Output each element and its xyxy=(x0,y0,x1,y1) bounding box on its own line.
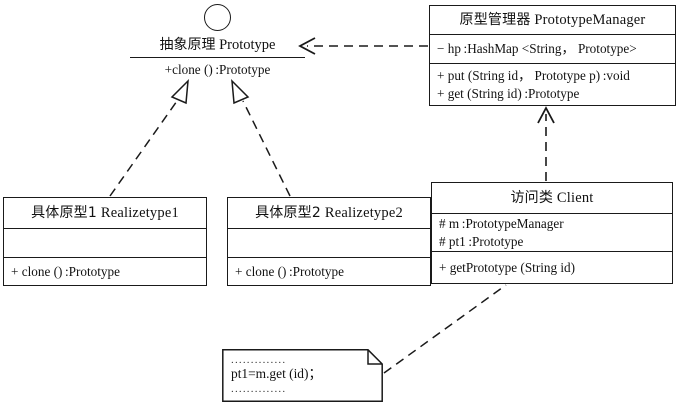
client-attributes-compartment: # m :PrototypeManager # pt1 :Prototype xyxy=(432,213,672,251)
prototype-manager-name-compartment: 原型管理器 PrototypeManager xyxy=(430,6,675,34)
note-code-line: pt1=m.get (id)； xyxy=(231,366,322,381)
prototype-manager-title-cn: 原型管理器 xyxy=(459,11,531,28)
prototype-manager-title: 原型管理器 PrototypeManager xyxy=(430,11,675,30)
note-dots-bottom: .............. xyxy=(231,383,287,395)
realizetype2-operations-compartment: + clone () :Prototype xyxy=(228,257,430,285)
realizetype2-title: 具体原型2 Realizetype2 xyxy=(228,204,430,223)
prototype-manager-operation: + get (String id) :Prototype xyxy=(437,85,580,101)
client-title-cn: 访问类 xyxy=(510,189,554,206)
client-operation: + getPrototype (String id) xyxy=(439,259,576,275)
client-title: 访问类 Client xyxy=(432,189,672,208)
dependency-manager-prototype-connector xyxy=(298,37,428,55)
class-client[interactable]: 访问类 Client # m :PrototypeManager # pt1 :… xyxy=(431,182,673,284)
realizetype1-title-cn: 具体原型1 xyxy=(31,204,97,221)
class-prototype-manager[interactable]: 原型管理器 PrototypeManager − hp :HashMap <St… xyxy=(429,5,676,106)
realizetype1-operation: + clone () :Prototype xyxy=(11,263,120,279)
note-text-block: .............. pt1=m.get (id)； .........… xyxy=(231,354,377,394)
realizetype1-operations-compartment: + clone () :Prototype xyxy=(4,257,206,285)
note-anchor-connector xyxy=(383,284,507,374)
realization-1-connector xyxy=(109,79,189,197)
client-operations-compartment: + getPrototype (String id) xyxy=(432,251,672,283)
client-attribute: # pt1 :Prototype xyxy=(439,233,524,249)
class-realizetype1[interactable]: 具体原型1 Realizetype1 + clone () :Prototype xyxy=(3,197,207,286)
realizetype2-operation: + clone () :Prototype xyxy=(235,263,344,279)
realizetype1-title: 具体原型1 Realizetype1 xyxy=(4,204,206,223)
class-realizetype2[interactable]: 具体原型2 Realizetype2 + clone () :Prototype xyxy=(227,197,431,286)
realizetype1-title-en: Realizetype1 xyxy=(100,204,179,221)
abstract-prototype-method: +clone () :Prototype xyxy=(164,62,271,77)
realizetype2-title-cn: 具体原型2 xyxy=(255,204,321,221)
client-title-en: Client xyxy=(556,189,594,206)
prototype-manager-operations-compartment: + put (String id， Prototype p) :void + g… xyxy=(430,63,675,105)
realization-2-connector xyxy=(231,79,291,197)
abstract-prototype-title-cn: 抽象原理 xyxy=(159,37,216,53)
note-code-snippet[interactable]: .............. pt1=m.get (id)； .........… xyxy=(222,349,383,402)
prototype-manager-title-en: PrototypeManager xyxy=(534,11,646,28)
abstract-prototype-divider xyxy=(130,57,305,58)
realizetype2-title-en: Realizetype2 xyxy=(324,204,403,221)
dependency-client-manager-connector xyxy=(537,106,555,181)
interface-circle-icon xyxy=(204,4,231,31)
prototype-manager-attribute: − hp :HashMap <String， Prototype> xyxy=(437,41,637,57)
abstract-prototype-title-en: Prototype xyxy=(219,37,276,53)
realizetype2-name-compartment: 具体原型2 Realizetype2 xyxy=(228,198,430,228)
prototype-manager-operation: + put (String id， Prototype p) :void xyxy=(437,68,630,84)
abstract-prototype-title: 抽象原理 Prototype xyxy=(159,34,275,54)
class-abstract-prototype[interactable]: 抽象原理 Prototype +clone () :Prototype xyxy=(130,4,305,82)
note-dots-top: .............. xyxy=(231,354,287,365)
client-attribute: # m :PrototypeManager xyxy=(439,216,564,232)
realizetype2-attributes-compartment xyxy=(228,228,430,257)
realizetype1-attributes-compartment xyxy=(4,228,206,257)
prototype-manager-attributes-compartment: − hp :HashMap <String， Prototype> xyxy=(430,34,675,63)
note-shape xyxy=(222,349,383,402)
realizetype1-name-compartment: 具体原型1 Realizetype1 xyxy=(4,198,206,228)
client-name-compartment: 访问类 Client xyxy=(432,183,672,213)
